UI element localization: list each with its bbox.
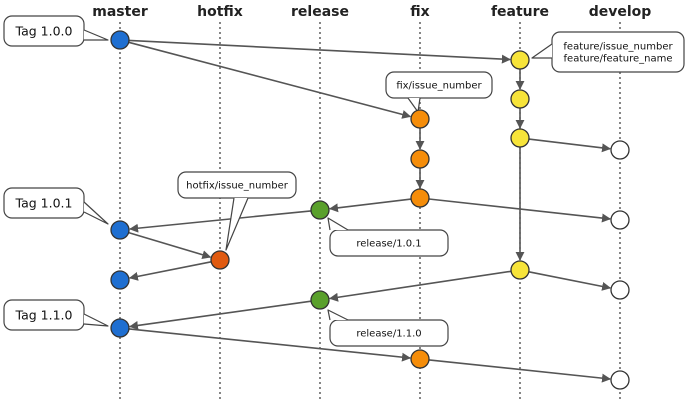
commit-hotfix-h1: [210, 250, 230, 270]
commit-feature-f4: [510, 260, 530, 280]
commit-feature-f3: [510, 128, 530, 148]
lane-title-master: master: [92, 4, 148, 20]
commit-develop-d1: [610, 140, 630, 160]
edge-m2-h1: [128, 231, 212, 260]
edge-f4-r2: [329, 270, 512, 302]
callout-text: fix/issue_number: [396, 81, 482, 92]
callout-pointer: [327, 217, 349, 231]
lane-title-feature: feature: [491, 4, 549, 20]
lane-title-hotfix: hotfix: [197, 4, 243, 20]
callout-pointer: [83, 313, 109, 327]
callout-release-110: release/1.1.0: [327, 309, 449, 347]
commit-master-m2: [110, 220, 130, 240]
edge-x4-d4: [428, 359, 611, 383]
callout-tag-110: Tag 1.1.0: [3, 299, 109, 331]
lane-title-develop: develop: [589, 4, 652, 20]
callout-release-101: release/1.0.1: [327, 217, 449, 257]
callout-box: [329, 229, 449, 257]
commit-fix-x3: [410, 188, 430, 208]
callout-text: Tag 1.0.0: [15, 24, 73, 39]
commit-release-r1: [310, 200, 330, 220]
commit-develop-d2: [610, 210, 630, 230]
callout-text: feature/feature_name: [564, 54, 673, 65]
edge-h1-m3: [128, 261, 212, 281]
edge-r2-m4: [129, 300, 312, 330]
commit-feature-f1: [510, 50, 530, 70]
callout-box: [385, 71, 493, 99]
commit-fix-x2: [410, 149, 430, 169]
callout-text: release/1.1.0: [356, 329, 421, 340]
edges: [128, 39, 612, 383]
callout-text: feature/issue_number: [563, 42, 673, 53]
callout-text: Tag 1.0.1: [15, 196, 73, 211]
callout-pointer: [225, 197, 249, 251]
callout-pointer: [83, 201, 109, 225]
commit-master-m4: [110, 318, 130, 338]
callout-tag-100: Tag 1.0.0: [3, 15, 109, 47]
commit-release-r2: [310, 290, 330, 310]
lane-title-fix: fix: [410, 4, 429, 20]
callout-box: [329, 319, 449, 347]
commit-develop-d3: [610, 280, 630, 300]
callout-text: hotfix/issue_number: [186, 181, 289, 192]
edge-m1-x1: [128, 41, 412, 119]
callout-fix-name: fix/issue_number: [385, 71, 493, 113]
edge-r1-m2: [129, 210, 312, 233]
edge-m4-x4: [128, 328, 411, 362]
callout-text: release/1.0.1: [356, 239, 421, 250]
commit-feature-f2: [510, 89, 530, 109]
callout-text: Tag 1.1.0: [15, 308, 73, 323]
callout-tag-101: Tag 1.0.1: [3, 187, 109, 225]
commit-fix-x4: [410, 349, 430, 369]
commit-master-m3: [110, 270, 130, 290]
callout-pointer: [83, 29, 109, 41]
edge-m1-f1: [128, 39, 511, 64]
commits: [110, 30, 630, 390]
edge-x3-r1: [329, 198, 412, 213]
commit-develop-d4: [610, 370, 630, 390]
edge-f4-d3: [528, 271, 612, 291]
callout-hotfix-name: hotfix/issue_number: [177, 171, 297, 251]
commit-master-m1: [110, 30, 130, 50]
callout-pointer: [531, 43, 553, 59]
lane-title-release: release: [291, 4, 349, 20]
callout-pointer: [327, 309, 349, 321]
commit-fix-x1: [410, 109, 430, 129]
edge-f3-d1: [528, 138, 611, 153]
